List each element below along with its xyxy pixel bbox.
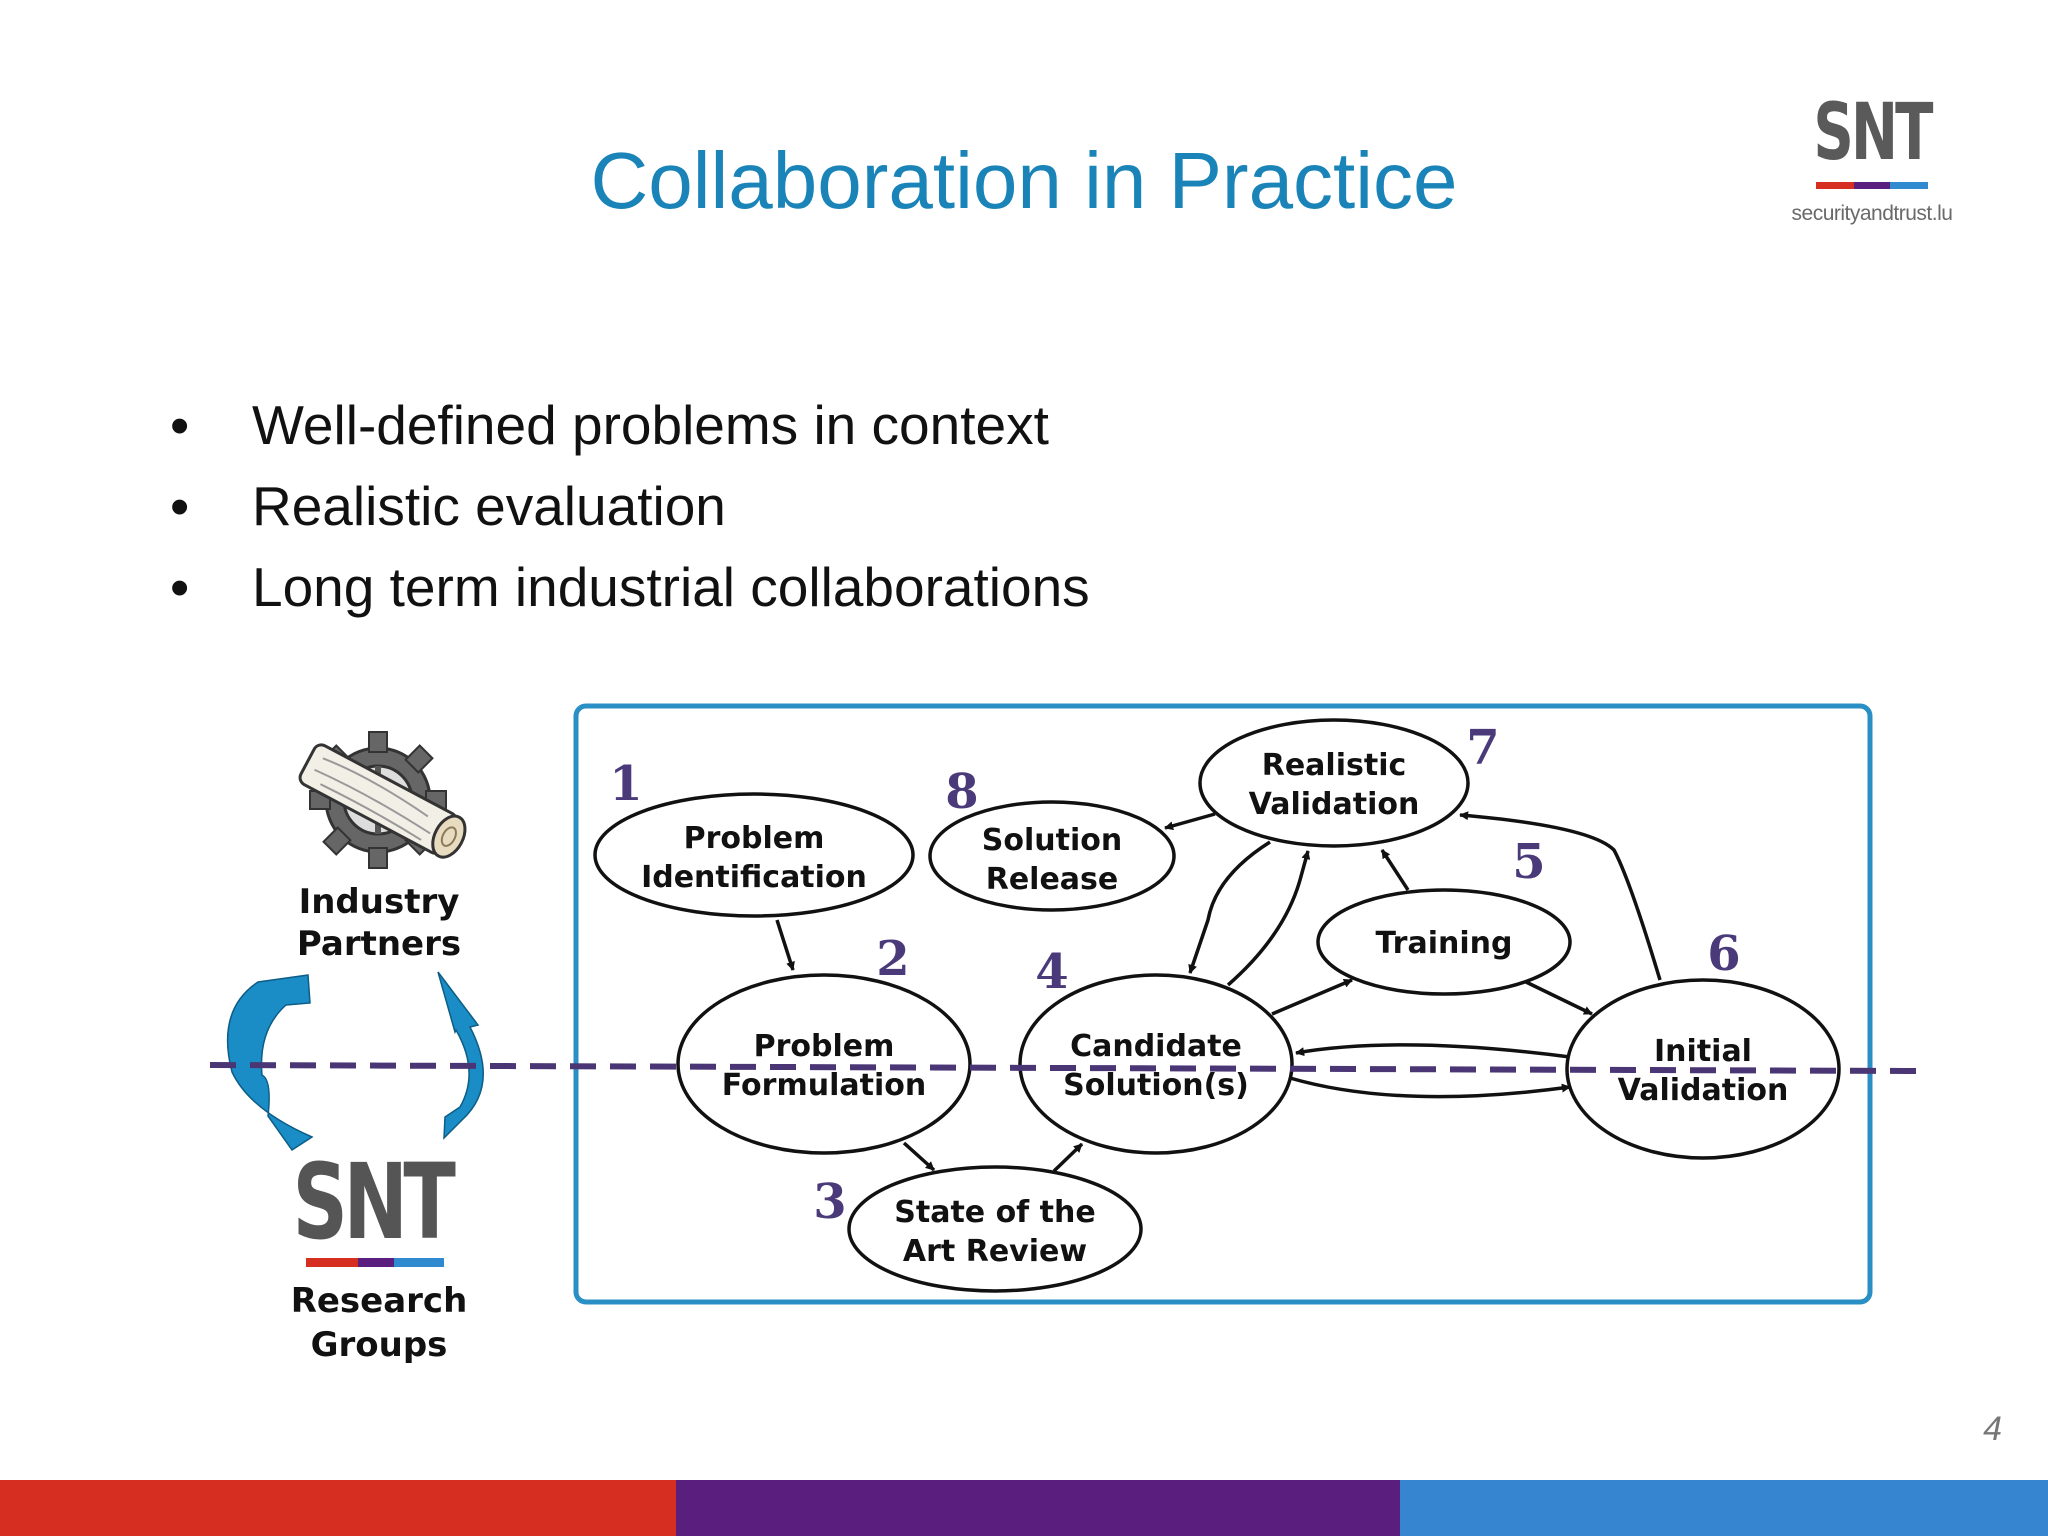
connector-arrows bbox=[775, 811, 1662, 1173]
arrow-sota-to-candidate bbox=[1052, 1142, 1084, 1173]
bullet-text: Long term industrial collaborations bbox=[252, 556, 1090, 618]
arrow-realistic-to-candidate bbox=[1188, 840, 1271, 974]
node-candidate-solutions: Candidate Solution(s) bbox=[1018, 973, 1294, 1155]
node-label-line: Training bbox=[1376, 926, 1513, 961]
footer-color-bar bbox=[0, 1480, 2048, 1536]
snt-research-logo: SNT bbox=[293, 1141, 460, 1267]
node-label-line: Validation bbox=[1618, 1073, 1789, 1108]
arrow-initial-to-realistic bbox=[1459, 811, 1662, 981]
step-number: 8 bbox=[945, 764, 978, 820]
arrow-candidate-to-training bbox=[1271, 978, 1353, 1016]
node-label-line: Validation bbox=[1249, 787, 1420, 822]
footer-bar-red bbox=[0, 1480, 676, 1536]
bullet-symbol: • bbox=[170, 475, 190, 537]
bullet-text: Realistic evaluation bbox=[252, 475, 726, 537]
logo-bar-red bbox=[1816, 182, 1854, 189]
arrow-training-to-realistic bbox=[1380, 849, 1410, 891]
step-number: 6 bbox=[1707, 926, 1740, 982]
process-frame bbox=[573, 703, 1873, 1305]
bullet-item: • Well-defined problems in context bbox=[170, 385, 1090, 466]
gear-with-log-icon bbox=[298, 731, 467, 869]
circular-arrows-icon bbox=[226, 971, 484, 1152]
node-problem-identification: Problem Identification bbox=[593, 792, 915, 918]
node-training: Training bbox=[1316, 888, 1572, 996]
bullet-symbol: • bbox=[170, 394, 190, 456]
page-number: 4 bbox=[1983, 1410, 2002, 1448]
bullet-item: • Realistic evaluation bbox=[170, 466, 1090, 547]
node-label-line: Initial bbox=[1654, 1034, 1752, 1069]
node-label-line: Problem bbox=[754, 1029, 895, 1064]
node-label-line: Formulation bbox=[722, 1068, 926, 1103]
node-label-line: Identification bbox=[641, 860, 867, 895]
step-number: 7 bbox=[1466, 720, 1499, 776]
snt-logo-text: SNT bbox=[1813, 88, 1933, 178]
logo-url: securityandtrust.lu bbox=[1791, 202, 1953, 225]
arrow-identification-to-formulation bbox=[775, 919, 795, 971]
industry-research-boundary-line bbox=[209, 1062, 1921, 1074]
node-label-line: Realistic bbox=[1262, 748, 1407, 783]
industry-label-line1: Industry bbox=[299, 882, 460, 922]
footer-bar-blue bbox=[1400, 1480, 2048, 1536]
arrow-candidate-to-initial bbox=[1289, 1076, 1571, 1099]
node-label-line: Solution(s) bbox=[1063, 1068, 1249, 1103]
arrow-candidate-to-realistic bbox=[1226, 850, 1311, 987]
research-label-line2: Groups bbox=[311, 1325, 448, 1365]
industry-label-line2: Partners bbox=[297, 924, 461, 964]
node-state-of-the-art-review: State of the Art Review bbox=[847, 1165, 1143, 1293]
logo-bar-blue bbox=[1890, 182, 1928, 189]
snt-research-logo-text: SNT bbox=[293, 1141, 456, 1263]
step-number: 3 bbox=[813, 1174, 846, 1230]
bullet-item: • Long term industrial collaborations bbox=[170, 547, 1090, 628]
arrow-training-to-initial bbox=[1525, 980, 1593, 1016]
arrow-realistic-to-release bbox=[1164, 812, 1216, 831]
node-label-line: Art Review bbox=[903, 1234, 1087, 1269]
node-solution-release: Solution Release bbox=[928, 800, 1176, 912]
step-number: 2 bbox=[876, 931, 909, 987]
snt-logo: SNT securityandtrust.lu bbox=[1772, 88, 1972, 238]
node-realistic-validation: Realistic Validation bbox=[1198, 718, 1470, 848]
node-label-line: Release bbox=[986, 862, 1119, 897]
node-label-line: State of the bbox=[894, 1195, 1095, 1230]
step-number: 1 bbox=[609, 756, 642, 812]
slide-title: Collaboration in Practice bbox=[590, 136, 1458, 225]
arrow-formulation-to-sota bbox=[902, 1141, 936, 1172]
node-label-line: Problem bbox=[684, 821, 825, 856]
bullet-symbol: • bbox=[170, 556, 190, 618]
node-problem-formulation: Problem Formulation bbox=[676, 973, 972, 1155]
node-label-line: Candidate bbox=[1070, 1029, 1242, 1064]
footer-bar-purple bbox=[676, 1480, 1400, 1536]
arrow-initial-to-candidate bbox=[1295, 1043, 1571, 1059]
research-label-line1: Research bbox=[291, 1281, 468, 1321]
collaboration-diagram: Industry Partners SNT Research Groups Pr… bbox=[209, 703, 1921, 1365]
step-number: 4 bbox=[1035, 944, 1068, 1000]
bullet-text: Well-defined problems in context bbox=[252, 394, 1049, 456]
node-label-line: Solution bbox=[982, 823, 1122, 858]
step-number: 5 bbox=[1512, 834, 1545, 890]
bullet-list: • Well-defined problems in context • Reali… bbox=[170, 385, 1090, 628]
logo-bar-purple bbox=[1854, 182, 1890, 189]
